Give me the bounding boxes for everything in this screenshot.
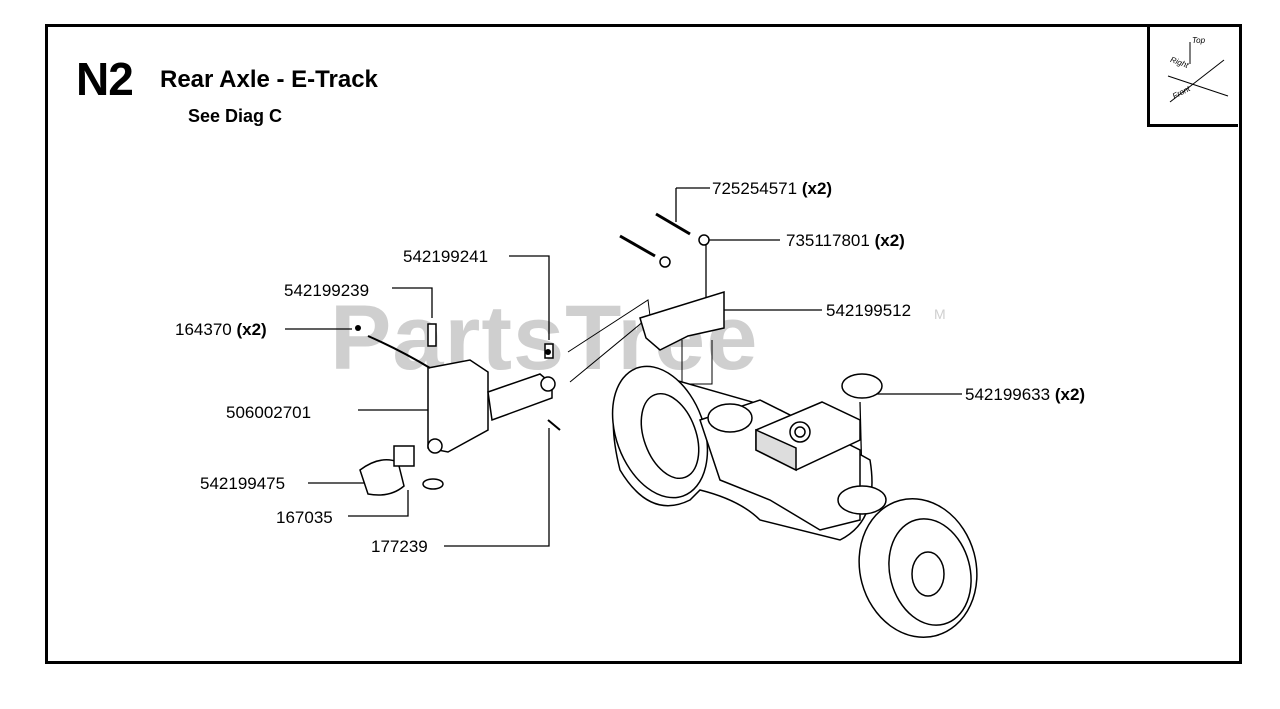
callout-164370[interactable]: 164370 (x2) bbox=[175, 321, 267, 338]
callout-542199633[interactable]: 542199633 (x2) bbox=[965, 386, 1085, 403]
orientation-arrows-icon bbox=[1167, 42, 1229, 103]
small-hardware bbox=[355, 325, 551, 355]
diagram-subtitle: See Diag C bbox=[188, 106, 283, 126]
part-number: 735117801 bbox=[786, 231, 870, 250]
axle-assembly bbox=[611, 365, 978, 639]
diagram-frame bbox=[45, 24, 1242, 664]
bracket-and-bolts bbox=[619, 212, 725, 351]
part-number: 542199239 bbox=[284, 281, 370, 300]
part-number: 542199633 bbox=[965, 385, 1051, 404]
part-quantity: (x2) bbox=[874, 231, 905, 250]
callout-177239[interactable]: 177239 bbox=[371, 538, 428, 555]
callout-542199512[interactable]: 542199512 bbox=[826, 302, 911, 319]
part-number: 167035 bbox=[276, 508, 333, 527]
part-number: 506002701 bbox=[226, 403, 312, 422]
watermark-trademark: M bbox=[934, 306, 946, 322]
part-number: 542199475 bbox=[200, 474, 286, 493]
part-quantity: (x2) bbox=[236, 320, 267, 339]
orientation-top-label: Top bbox=[1192, 36, 1206, 45]
part-number: 542199241 bbox=[403, 247, 489, 266]
callout-725254571[interactable]: 725254571 (x2) bbox=[712, 180, 832, 197]
callout-506002701[interactable]: 506002701 bbox=[226, 404, 311, 421]
diagram-title: Rear Axle - E-Track bbox=[160, 66, 378, 93]
callout-542199475[interactable]: 542199475 bbox=[200, 475, 285, 492]
callout-167035[interactable]: 167035 bbox=[276, 509, 333, 526]
part-number: 164370 bbox=[175, 320, 232, 339]
leader-lines bbox=[285, 187, 962, 547]
part-quantity: (x2) bbox=[1054, 385, 1086, 404]
section-code: N2 bbox=[76, 53, 134, 105]
callout-542199241[interactable]: 542199241 bbox=[403, 248, 488, 265]
part-number: 542199512 bbox=[826, 301, 912, 320]
part-number: 725254571 bbox=[712, 179, 798, 198]
callout-542199239[interactable]: 542199239 bbox=[284, 282, 369, 299]
part-quantity: (x2) bbox=[801, 179, 833, 198]
callout-735117801[interactable]: 735117801 (x2) bbox=[786, 232, 905, 249]
part-number: 177239 bbox=[371, 537, 428, 556]
orientation-indicator: Top Right Front bbox=[1147, 24, 1238, 127]
